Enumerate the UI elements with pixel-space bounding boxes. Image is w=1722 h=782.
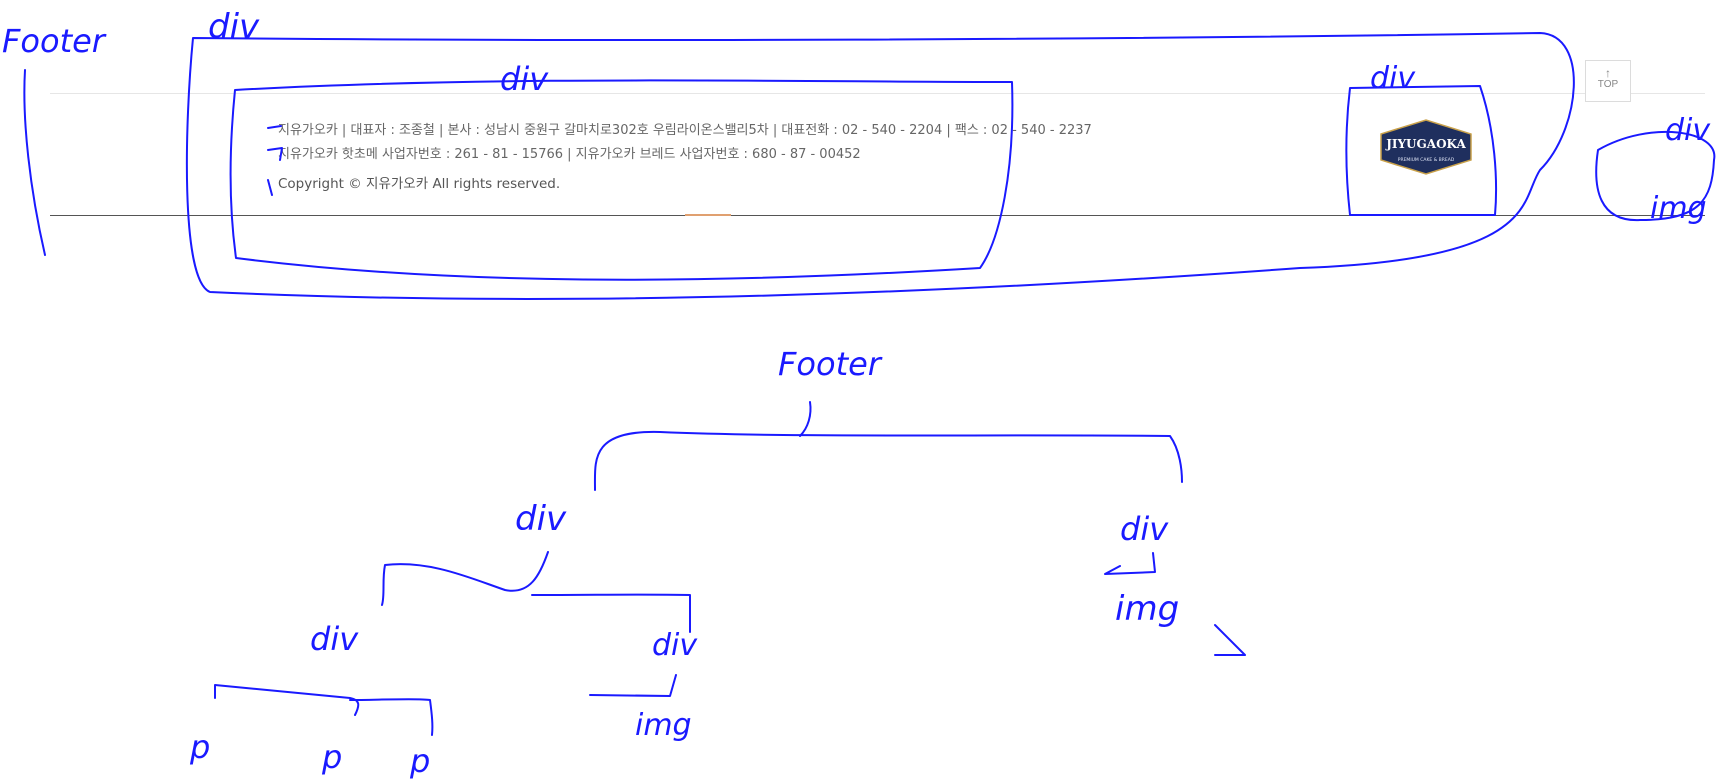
- tree-branch-right: [531, 593, 691, 633]
- tree-div-left-label: div: [515, 499, 567, 539]
- tree-leaf-p2: p: [321, 738, 342, 776]
- logo-tagline: PREMIUM CAKE & BREAD: [1398, 157, 1455, 163]
- tree-leaf-p1: p: [189, 728, 210, 766]
- footer-company-line: 지유가오카 | 대표자 : 조종철 | 본사 : 성남시 중원구 갈마치로302…: [278, 123, 1092, 138]
- tree-img-sub-label: img: [635, 708, 692, 743]
- tree-div-right-label: div: [1120, 510, 1169, 548]
- footer-divider-bottom: [50, 215, 1705, 216]
- tree-div-sub-left-label: div: [310, 620, 359, 658]
- tree-leaf-branch-2: [349, 698, 434, 736]
- arrow-up-icon: ↑: [1605, 66, 1611, 80]
- tree-img-right-label: img: [1115, 589, 1179, 629]
- footer-info: 지유가오카 | 대표자 : 조종철 | 본사 : 성남시 중원구 갈마치로302…: [278, 119, 1092, 196]
- tree-img-right-hook: [1214, 624, 1246, 656]
- footer-accent-mark: [685, 214, 731, 216]
- tree-div-sub-right-label: div: [652, 628, 698, 663]
- footer-divider-top: [50, 93, 1705, 94]
- tree-branch-root: [593, 430, 1183, 491]
- footer-business-line: 지유가오카 핫초메 사업자번호 : 261 - 81 - 15766 | 지유가…: [278, 147, 861, 162]
- tree-leaf-p3: p: [409, 742, 430, 780]
- annotation-div-logo: div: [1370, 61, 1416, 96]
- footer-bracket: [23, 69, 46, 256]
- tree-root-stem: [799, 401, 812, 437]
- site-footer: 지유가오카 | 대표자 : 조종철 | 본사 : 성남시 중원구 갈마치로302…: [50, 93, 1705, 217]
- tree-img-branch: [589, 674, 677, 697]
- footer-copyright: Copyright © 지유가오카 All rights reserved.: [278, 176, 561, 192]
- annotation-footer-label: Footer: [2, 22, 107, 60]
- logo-wordmark: JIYUGAOKA: [1385, 137, 1466, 151]
- tree-branch-left: [381, 551, 549, 606]
- annotation-div-outer: div: [208, 7, 260, 47]
- scroll-top-button[interactable]: ↑ TOP: [1585, 60, 1631, 102]
- tree-root-label: Footer: [778, 345, 883, 383]
- tree-leaf-branch-1: [214, 684, 360, 716]
- scroll-top-label: TOP: [1597, 79, 1619, 90]
- brand-logo[interactable]: JIYUGAOKA PREMIUM CAKE & BREAD: [1375, 119, 1477, 175]
- tree-div-right-under: [1104, 552, 1156, 575]
